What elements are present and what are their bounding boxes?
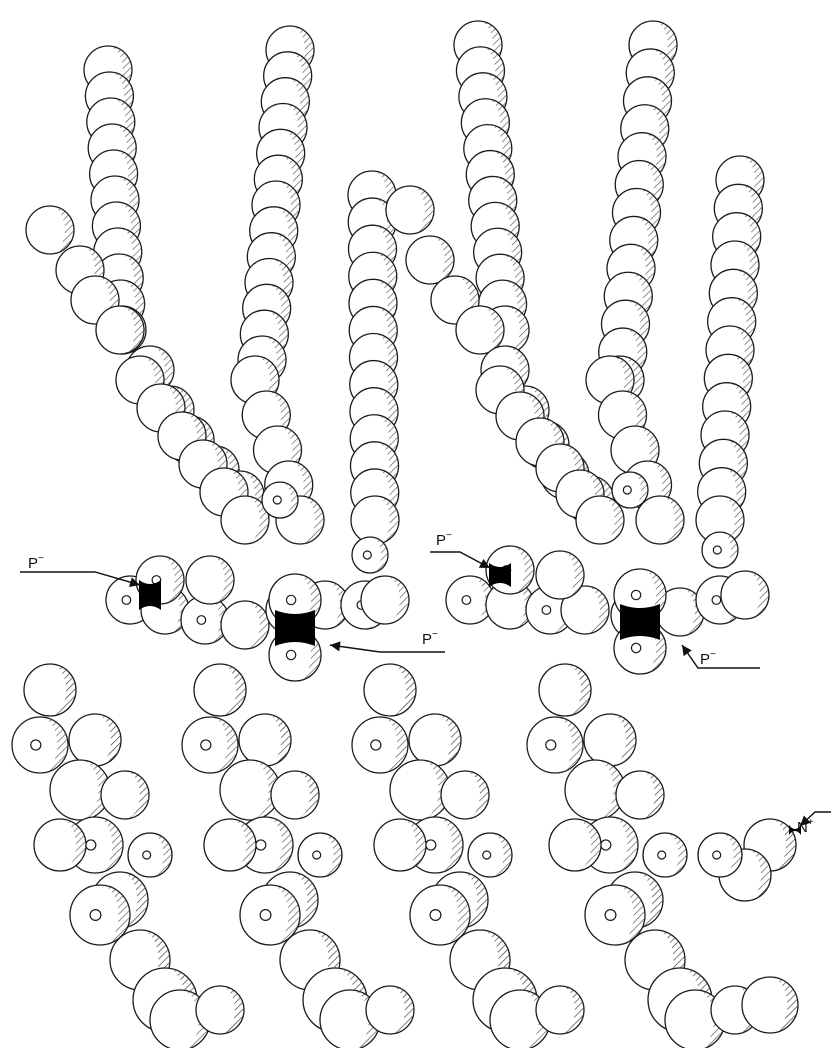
head-group-atom <box>536 551 584 599</box>
atom-layer <box>12 21 798 1048</box>
pointer-phosphate-2-arrowhead <box>330 641 341 651</box>
pointer-phosphate-4-arrowhead <box>682 645 692 656</box>
lower-layer-col-4-atom <box>616 771 664 819</box>
lower-layer-col-4-atom <box>539 664 591 716</box>
lipid-chain-l-atom <box>636 496 684 544</box>
lower-layer-col-3-atom <box>409 714 461 766</box>
lower-layer-col-1-atom <box>128 833 172 877</box>
head-group-atom <box>262 482 298 518</box>
lower-layer-col-3-atom <box>374 819 426 871</box>
nitrogen-cluster-atom <box>742 977 798 1033</box>
lower-layer-col-3-atom <box>352 717 408 773</box>
lower-layer-col-1-atom <box>69 714 121 766</box>
label-nitrogen: N+ <box>797 817 814 836</box>
lower-layer-col-1-atom <box>24 664 76 716</box>
head-group-atom <box>352 537 388 573</box>
head-group-atom <box>186 556 234 604</box>
label-phosphate-right-1: P− <box>436 530 452 549</box>
lower-layer-col-2-atom <box>271 771 319 819</box>
lower-layer-col-3-atom <box>468 833 512 877</box>
phosphorus-atom-2 <box>275 610 315 646</box>
head-group-atom <box>612 472 648 508</box>
label-phosphate-left-2: P− <box>422 629 438 648</box>
lipid-chain-c-atom <box>351 496 399 544</box>
nitrogen-cluster-atom <box>698 833 742 877</box>
lower-layer-col-1-atom <box>34 819 86 871</box>
lipid-chain-d-atom <box>26 206 74 254</box>
lower-layer-col-1-atom <box>101 771 149 819</box>
label-phosphate-left-1: P− <box>28 553 44 572</box>
label-phosphate-right-2: P− <box>700 649 716 668</box>
lower-layer-col-2-atom <box>194 664 246 716</box>
lower-layer-col-3-atom <box>441 771 489 819</box>
lipid-chain-k-atom <box>576 496 624 544</box>
lower-layer-col-2-atom <box>204 819 256 871</box>
lower-layer-col-3-atom <box>364 664 416 716</box>
lower-layer-col-4-atom <box>549 819 601 871</box>
lower-layer-col-4-atom <box>643 833 687 877</box>
pointer-phosphate-4 <box>682 645 760 668</box>
head-group-atom <box>221 601 269 649</box>
lipid-chain-d-atom <box>96 306 144 354</box>
lower-layer-col-4-atom <box>527 717 583 773</box>
lower-layer-col-1-atom <box>196 986 244 1034</box>
head-group-atom <box>361 576 409 624</box>
phosphorus-atom-1 <box>139 580 161 610</box>
lower-layer-col-4-atom <box>584 714 636 766</box>
head-group-atom <box>721 571 769 619</box>
lower-layer-col-2-atom <box>366 986 414 1034</box>
lower-layer-col-2-atom <box>298 833 342 877</box>
lower-layer-col-1-atom <box>12 717 68 773</box>
head-group-atom <box>702 532 738 568</box>
lower-layer-col-2-atom <box>239 714 291 766</box>
phosphorus-atom-4 <box>620 604 660 640</box>
lower-layer-col-3-atom <box>536 986 584 1034</box>
lower-layer-col-2-atom <box>182 717 238 773</box>
lipid-chain-j-atom <box>386 186 434 234</box>
